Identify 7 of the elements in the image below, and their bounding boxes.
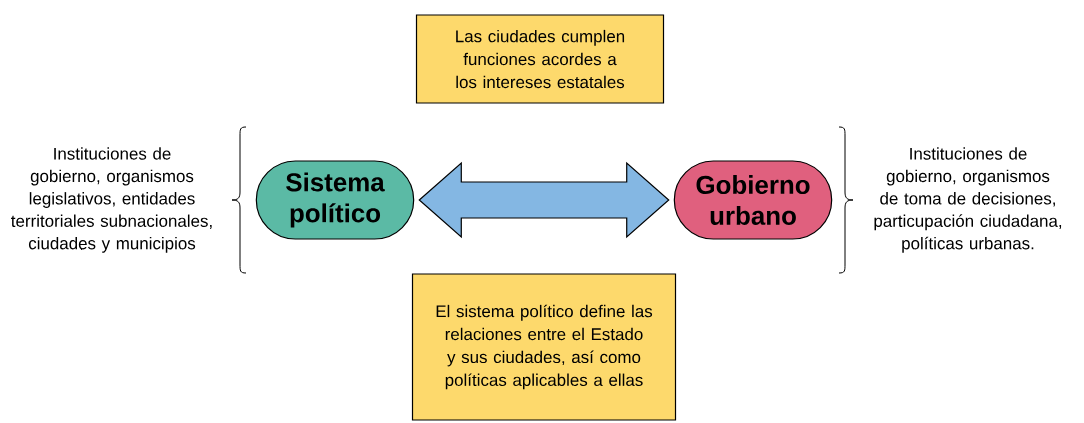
double-arrow [418,161,670,239]
rounded-box: Sistema político [255,160,415,240]
text-box: Las ciudades cumplen funciones acordes a los intereses estatales [415,14,665,104]
description-text: Instituciones de gobierno, organismos de toma de decisiones, particupación ciudadana, políticas urbanas. [874,147,1062,253]
description-text: Instituciones de gobierno, organismos legislativos, entidades territoriales subnacionales, ciudades y municipios [11,147,212,253]
text-box: El sistema político define las relaciones entre el Estado y sus ciudades, así como políticas aplicables a ellas [411,273,677,421]
rounded-box: Gobierno urbano [673,160,833,240]
